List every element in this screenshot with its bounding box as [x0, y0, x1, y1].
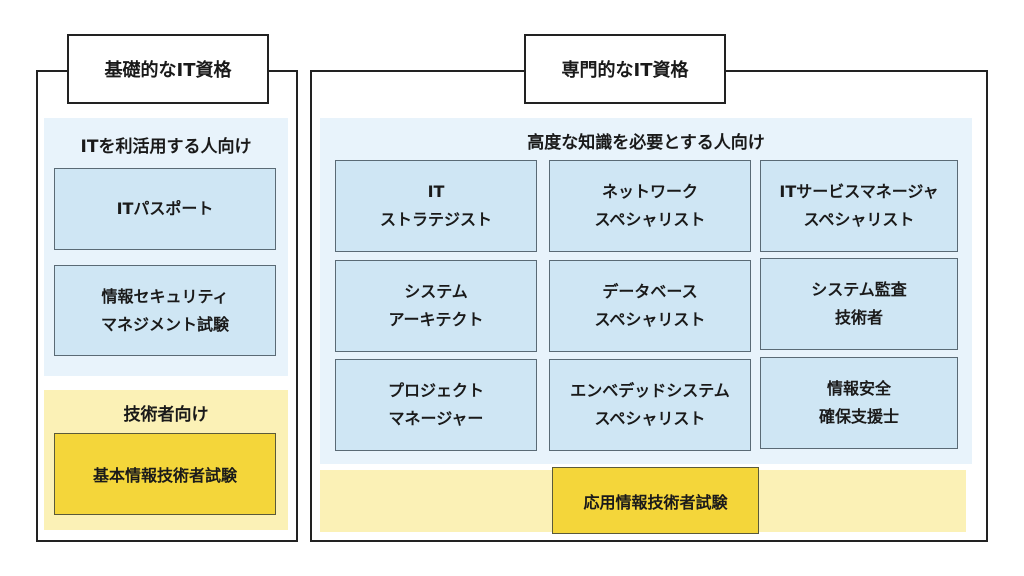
embedded-specialist-label-line2: スペシャリスト	[594, 409, 706, 428]
fe-exam-box: 基本情報技術者試験	[54, 433, 276, 515]
systems-auditor-label-line1: システム監査	[811, 280, 907, 299]
sg-exam-box: 情報セキュリティ マネジメント試験	[54, 265, 276, 356]
project-manager-label-line1: プロジェクト	[387, 381, 484, 400]
system-architect-label-line2: アーキテクト	[388, 310, 484, 329]
network-specialist-label-line1: ネットワーク	[601, 182, 698, 201]
it-users-band-label: ITを利活用する人向け	[80, 137, 252, 157]
sg-exam-label-line1: 情報セキュリティ	[101, 286, 229, 306]
it-service-manager-label-line2: スペシャリスト	[803, 210, 915, 229]
it-passport-label: ITパスポート	[116, 199, 214, 218]
ap-exam-box: 応用情報技術者試験	[552, 467, 759, 534]
expert-band-label: 高度な知識を必要とする人向け	[527, 133, 765, 153]
project-manager-label-line2: マネージャー	[388, 409, 484, 428]
it-strategist-box: IT ストラテジスト	[335, 160, 537, 252]
project-manager-box: プロジェクト マネージャー	[335, 359, 537, 451]
systems-auditor-label-line2: 技術者	[834, 308, 883, 327]
it-strategist-label-line1: IT	[427, 182, 445, 201]
engineer-band-label: 技術者向け	[123, 405, 209, 425]
sg-exam-label-line2: マネジメント試験	[100, 314, 229, 334]
database-specialist-box: データベース スペシャリスト	[549, 260, 751, 352]
security-specialist-label-line2: 確保支援士	[818, 407, 899, 426]
security-specialist-label-line1: 情報安全	[826, 379, 891, 398]
security-specialist-box: 情報安全 確保支援士	[760, 357, 958, 449]
database-specialist-label-line2: スペシャリスト	[594, 310, 706, 329]
it-passport-box: ITパスポート	[54, 168, 276, 250]
system-architect-label-line1: システム	[404, 282, 468, 301]
it-service-manager-label-line1: ITサービスマネージャ	[779, 182, 939, 201]
it-strategist-label-line2: ストラテジスト	[379, 210, 492, 229]
advanced-group-title: 専門的なIT資格	[524, 34, 726, 104]
network-specialist-box: ネットワーク スペシャリスト	[549, 160, 751, 252]
network-specialist-label-line2: スペシャリスト	[594, 210, 706, 229]
embedded-specialist-box: エンベデッドシステム スペシャリスト	[549, 359, 751, 451]
embedded-specialist-label-line1: エンベデッドシステム	[570, 381, 730, 400]
it-service-manager-box: ITサービスマネージャ スペシャリスト	[760, 160, 958, 252]
basic-group-title: 基礎的なIT資格	[67, 34, 269, 104]
systems-auditor-box: システム監査 技術者	[760, 258, 958, 350]
database-specialist-label-line1: データベース	[602, 282, 698, 301]
system-architect-box: システム アーキテクト	[335, 260, 537, 352]
